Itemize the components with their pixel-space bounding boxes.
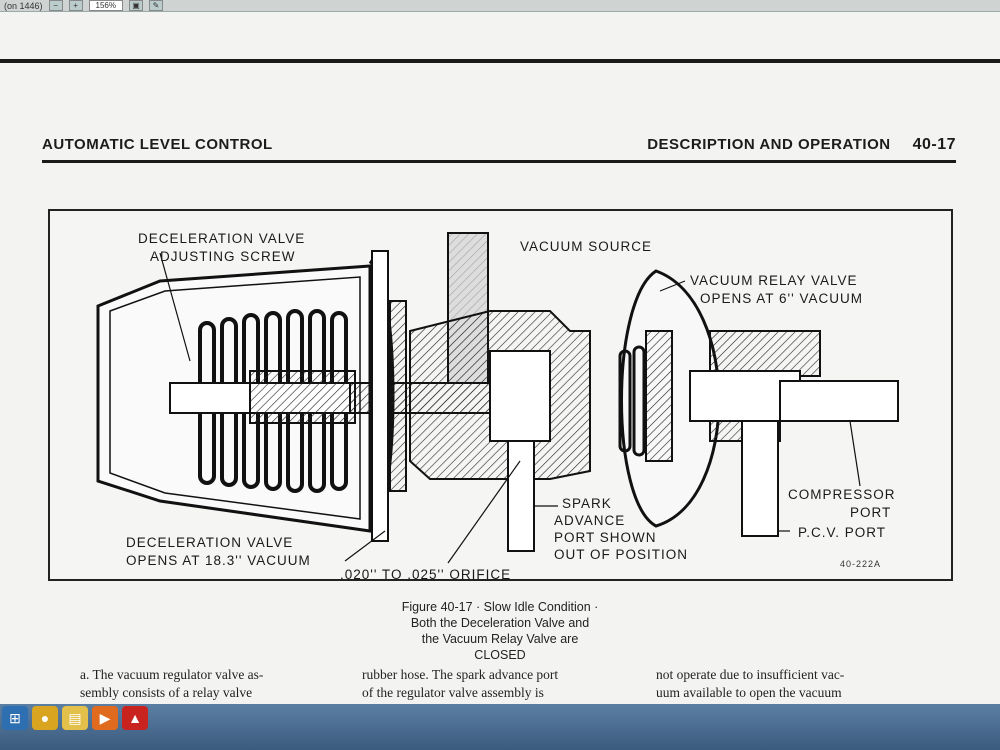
browser-icon[interactable]: ● (32, 706, 58, 730)
caption-line-4: CLOSED (474, 648, 526, 662)
tools-icon[interactable]: ✎ (149, 0, 163, 11)
zoom-in-button[interactable]: + (68, 0, 83, 11)
body-column-3: not operate due to insufficient vac- uum… (656, 666, 926, 702)
body-line: rubber hose. The spark advance port (362, 667, 559, 682)
viewer-toolbar: (on 1446) − + 156% ▣ ✎ (0, 0, 1000, 12)
caption-line-1: Figure 40-17 · Slow Idle Condition · (401, 600, 599, 614)
body-column-1: a. The vacuum regulator valve as- sembly… (80, 666, 350, 702)
folder-icon[interactable]: ▤ (62, 706, 88, 730)
figure-40-17: DECELERATION VALVE ADJUSTING SCREW VACUU… (48, 209, 953, 582)
label-spark-3: PORT SHOWN (554, 530, 657, 545)
taskbar: ⊞ ● ▤ ▶ ▲ (0, 704, 1000, 750)
zoom-out-button[interactable]: − (48, 0, 63, 11)
zoom-level-field[interactable]: 156% (88, 0, 123, 11)
section-title: AUTOMATIC LEVEL CONTROL (42, 136, 273, 153)
body-line: uum available to open the vacuum (656, 685, 842, 700)
spark-advance-port (507, 440, 535, 552)
valve-diagram (96, 232, 899, 564)
label-decel-opens-2: OPENS AT 18.3'' VACUUM (126, 553, 311, 568)
fit-page-icon[interactable]: ▣ (129, 0, 143, 11)
label-decel-opens-1: DECELERATION VALVE (126, 535, 294, 550)
label-spark-1: SPARK (562, 496, 612, 511)
pcv-port-pipe (741, 420, 779, 537)
label-pcv: P.C.V. PORT (798, 525, 887, 540)
media-player-icon[interactable]: ▶ (92, 706, 118, 730)
caption-line-2: Both the Deceleration Valve and (410, 616, 590, 630)
figure-caption: Figure 40-17 · Slow Idle Condition · Bot… (340, 599, 660, 663)
chapter-title: DESCRIPTION AND OPERATION (647, 136, 891, 153)
caption-line-3: the Vacuum Relay Valve are (421, 632, 579, 646)
header-right: DESCRIPTION AND OPERATION 40-17 (647, 136, 956, 154)
label-compressor-2: PORT (850, 505, 892, 520)
top-rule (0, 59, 1000, 63)
label-orifice: .020'' TO .025'' ORIFICE (340, 567, 512, 582)
label-compressor-1: COMPRESSOR (788, 487, 896, 502)
body-line: not operate due to insufficient vac- (656, 667, 845, 682)
label-decel-screw-1: DECELERATION VALVE (138, 231, 306, 246)
pdf-reader-icon[interactable]: ▲ (122, 706, 148, 730)
compressor-port-pipe (779, 380, 899, 422)
page-number: 40-17 (912, 136, 956, 153)
document-indicator: (on 1446) (4, 0, 43, 11)
label-spark-4: OUT OF POSITION (554, 547, 689, 562)
start-button-icon[interactable]: ⊞ (2, 706, 28, 730)
body-line: of the regulator valve assembly is (362, 685, 544, 700)
label-spark-2: ADVANCE (554, 513, 626, 528)
body-line: a. The vacuum regulator valve as- (80, 667, 264, 682)
figure-code: 40-222A (840, 559, 882, 569)
label-relay-2: OPENS AT 6'' VACUUM (700, 291, 863, 306)
body-column-2: rubber hose. The spark advance port of t… (362, 666, 632, 702)
label-vacuum-source: VACUUM SOURCE (520, 239, 653, 254)
document-page: AUTOMATIC LEVEL CONTROL DESCRIPTION AND … (0, 12, 1000, 704)
label-relay-1: VACUUM RELAY VALVE (690, 273, 858, 288)
body-line: sembly consists of a relay valve (80, 685, 253, 700)
label-decel-screw-2: ADJUSTING SCREW (150, 249, 296, 264)
header-rule (42, 160, 956, 163)
